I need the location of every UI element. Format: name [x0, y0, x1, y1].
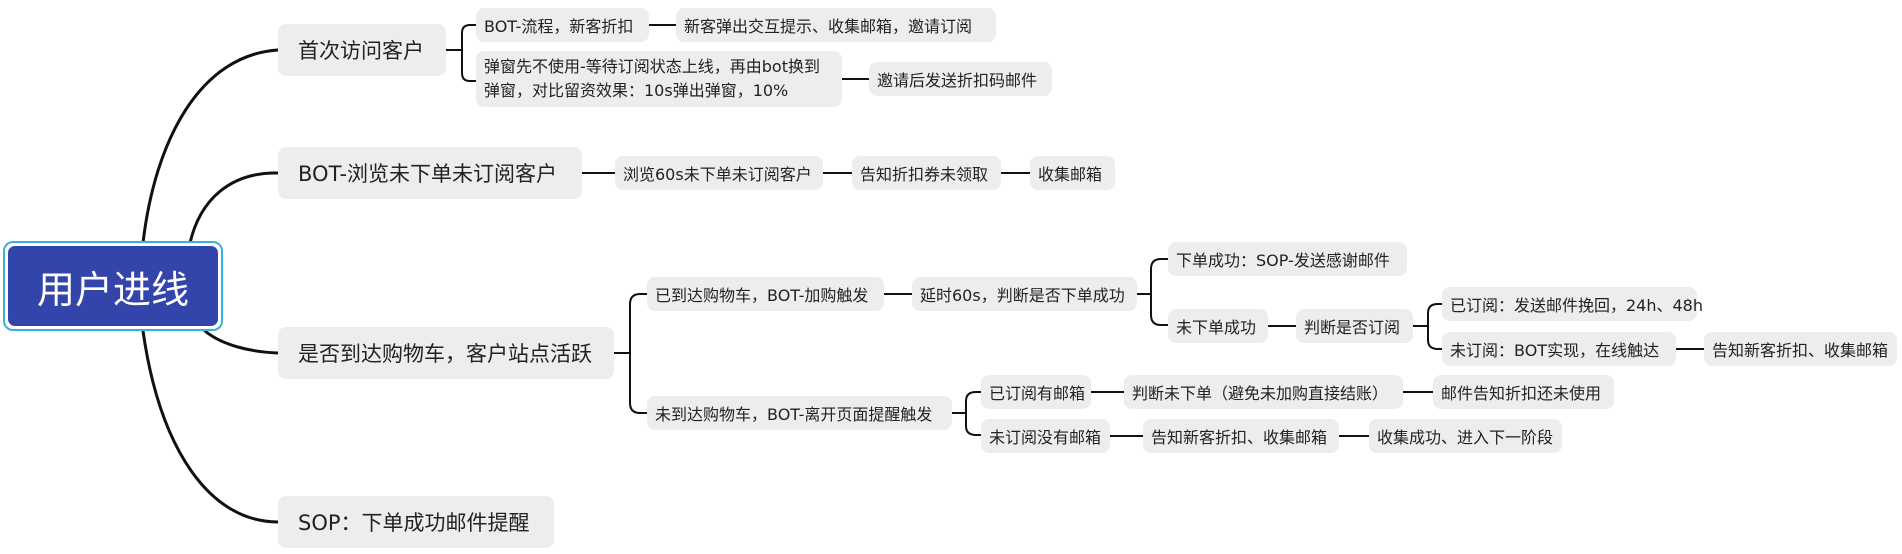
node-subscribed-recover[interactable]: 已订阅：发送邮件挽回，24h、48h — [1442, 287, 1703, 321]
link-root-first-visit — [141, 48, 280, 245]
node-cart-not-reached[interactable]: 未到达购物车，BOT-离开页面提醒触发 — [647, 396, 952, 430]
node-subscribed-has-email[interactable]: 已订阅有邮箱 — [981, 375, 1091, 409]
node-popup-test[interactable]: 弹窗先不使用-等待订阅状态上线，再由bot换到 弹窗，对比留资效果：10s弹出弹… — [476, 51, 842, 107]
node-browse-no-order[interactable]: BOT-浏览未下单未订阅客户 — [278, 147, 582, 199]
node-coupon-unclaimed[interactable]: 告知折扣券未领取 — [852, 156, 1001, 190]
node-cart-reached[interactable]: 已到达购物车，BOT-加购触发 — [647, 277, 884, 311]
node-first-visit[interactable]: 首次访问客户 — [278, 24, 446, 76]
node-popup-test-line1: 弹窗先不使用-等待订阅状态上线，再由bot换到 — [484, 57, 820, 76]
node-email-discount-unused[interactable]: 邮件告知折扣还未使用 — [1433, 375, 1614, 409]
node-unsub-collect-email[interactable]: 告知新客折扣、收集邮箱 — [1704, 332, 1897, 366]
node-bot-flow[interactable]: BOT-流程，新客折扣 — [476, 8, 649, 42]
link-root-sop — [141, 329, 280, 524]
root-node-label: 用户进线 — [8, 246, 218, 326]
node-nosub-discount-collect[interactable]: 告知新客折扣、收集邮箱 — [1143, 419, 1339, 453]
node-check-no-order[interactable]: 判断未下单（避免未加购直接结账） — [1124, 375, 1403, 409]
node-unsubscribed-bot[interactable]: 未订阅：BOT实现，在线触达 — [1442, 332, 1676, 366]
root-node[interactable]: 用户进线 — [3, 241, 223, 331]
node-check-subscription[interactable]: 判断是否订阅 — [1296, 309, 1413, 343]
node-collect-success-next[interactable]: 收集成功、进入下一阶段 — [1369, 419, 1562, 453]
node-sop-order-success[interactable]: SOP：下单成功邮件提醒 — [278, 496, 554, 548]
node-delay-60s[interactable]: 延时60s，判断是否下单成功 — [912, 277, 1137, 311]
node-order-failed[interactable]: 未下单成功 — [1168, 309, 1268, 343]
node-popup-result[interactable]: 邀请后发送折扣码邮件 — [869, 62, 1052, 96]
node-cart-active[interactable]: 是否到达购物车，客户站点活跃 — [278, 327, 614, 379]
node-browse-60s[interactable]: 浏览60s未下单未订阅客户 — [615, 156, 823, 190]
node-collect-email[interactable]: 收集邮箱 — [1030, 156, 1115, 190]
link-root-cart — [203, 329, 280, 355]
node-order-success[interactable]: 下单成功：SOP-发送感谢邮件 — [1168, 242, 1407, 276]
link-root-browse — [188, 171, 280, 245]
node-bot-flow-result[interactable]: 新客弹出交互提示、收集邮箱，邀请订阅 — [676, 8, 996, 42]
node-unsubscribed-no-email[interactable]: 未订阅没有邮箱 — [981, 419, 1110, 453]
node-popup-test-line2: 弹窗，对比留资效果：10s弹出弹窗，10% — [484, 81, 789, 100]
